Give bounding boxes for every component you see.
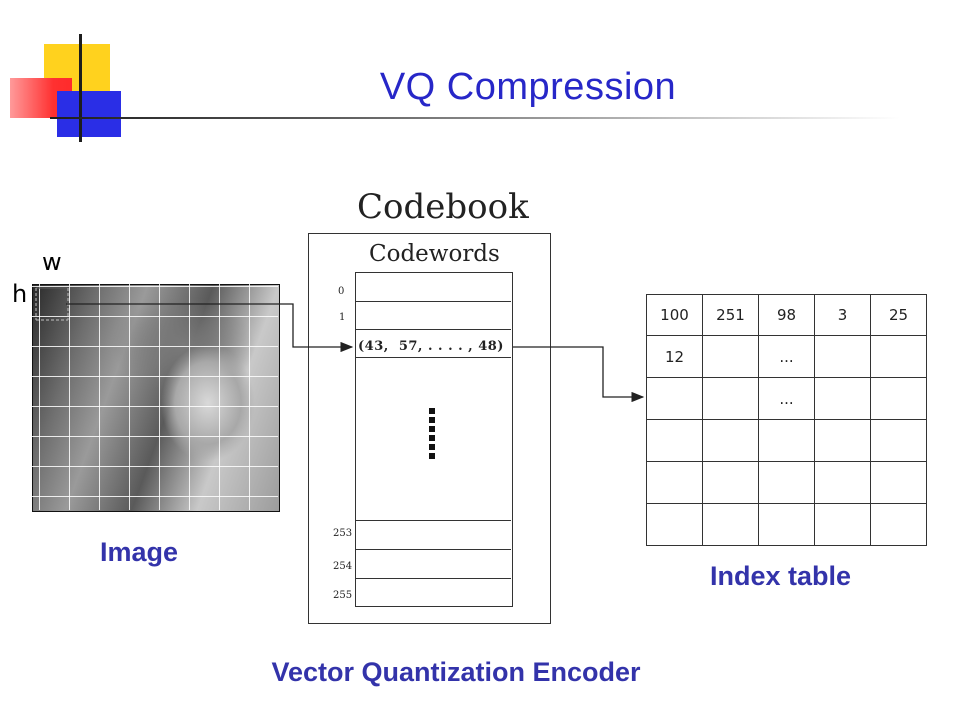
slide-title: VQ Compression [379, 66, 677, 108]
codeword-index: 255 [333, 590, 353, 601]
codeword-index: 254 [333, 561, 353, 572]
table-cell [646, 461, 703, 504]
table-cell [646, 377, 703, 420]
codebook-frame [308, 233, 551, 624]
block-width-label: w [42, 248, 62, 276]
table-cell [870, 461, 927, 504]
logo-blue-square [57, 91, 121, 137]
codeword-row [356, 273, 511, 302]
block-height-label: h [12, 280, 28, 308]
arrow-codeword-to-index [513, 346, 645, 403]
table-cell: 251 [702, 294, 759, 336]
table-row [646, 419, 927, 462]
image-caption: Image [100, 537, 179, 567]
table-cell [814, 335, 871, 378]
table-cell [758, 461, 815, 504]
diagram-caption: Vector Quantization Encoder [271, 657, 641, 687]
table-cell [870, 503, 927, 546]
table-cell [702, 461, 759, 504]
image-block-grid [32, 284, 278, 510]
table-cell: 3 [814, 294, 871, 336]
table-cell [702, 503, 759, 546]
codewords-heading: Codewords [369, 241, 500, 267]
table-cell [646, 419, 703, 462]
table-cell [758, 503, 815, 546]
table-row [646, 461, 927, 504]
codeword-index: 253 [333, 528, 353, 539]
table-cell: 100 [646, 294, 703, 336]
table-cell: ... [758, 335, 815, 378]
codeword-index: 1 [339, 312, 346, 323]
codewords-column [355, 272, 513, 607]
codeword-row-selected [356, 330, 511, 358]
index-table-caption: Index table [710, 561, 852, 591]
block-height-bracket [35, 288, 69, 321]
table-row: ... [646, 377, 927, 420]
index-table: 100 251 98 3 25 12 ... ... [646, 294, 927, 546]
arrow-image-to-codeword [66, 303, 354, 353]
codeword-row [356, 550, 511, 579]
table-cell [814, 377, 871, 420]
title-underline [50, 117, 900, 119]
table-row [646, 503, 927, 546]
codeword-row-gap [356, 358, 511, 521]
codeword-row [356, 302, 511, 330]
table-cell: 25 [870, 294, 927, 336]
codeword-row [356, 521, 511, 550]
vertical-ellipsis [429, 408, 436, 462]
table-cell: ... [758, 377, 815, 420]
logo-vertical-line [79, 34, 82, 142]
table-cell [870, 377, 927, 420]
table-row: 12 ... [646, 335, 927, 378]
selected-codeword: (43, 57, . . . . , 48) [358, 339, 504, 354]
codeword-index: 0 [338, 286, 345, 297]
table-cell [814, 503, 871, 546]
codebook-title: Codebook [357, 187, 529, 227]
